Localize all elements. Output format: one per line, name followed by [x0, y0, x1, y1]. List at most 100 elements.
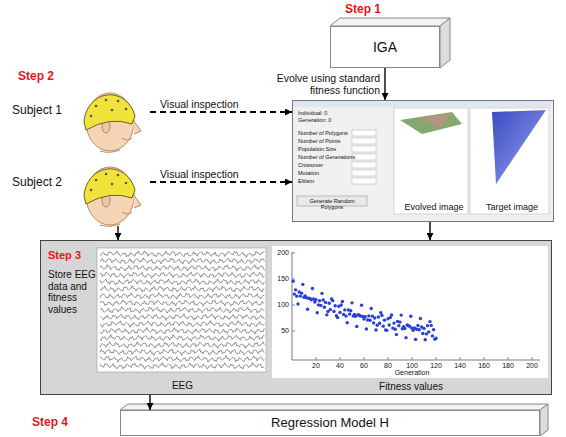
axis-tick: 200 — [522, 362, 542, 370]
eeg-trace — [100, 286, 264, 293]
box-fill — [292, 100, 554, 222]
field-label: Number of Polygons — [298, 130, 348, 136]
axis-tick: 180 — [498, 362, 518, 370]
step-label: Step 2 — [18, 70, 54, 84]
fitness-point — [334, 304, 337, 307]
fitness-point — [329, 308, 332, 311]
axis-tick-mark — [460, 357, 461, 360]
fitness-point — [296, 302, 299, 305]
button-label: Generate Random Polygons — [298, 198, 366, 211]
arrow — [149, 395, 150, 410]
fitness-point — [388, 323, 391, 326]
axis-tick: 160 — [474, 362, 494, 370]
field-label: Number of Generations — [298, 154, 355, 160]
process-box: Regression Model H — [120, 410, 540, 436]
fitness-point — [392, 321, 395, 324]
arrow — [117, 226, 118, 240]
eeg-trace — [100, 272, 264, 278]
fitness-point — [431, 334, 434, 337]
dashed-arrow — [150, 181, 292, 183]
field-label: Population Size — [298, 146, 336, 152]
axis-tick: 140 — [450, 362, 470, 370]
fitness-point — [292, 279, 295, 282]
axis-tick: 120 — [426, 362, 446, 370]
box-fill — [330, 26, 440, 68]
fitness-point — [426, 324, 429, 327]
fitness-point — [341, 300, 344, 303]
process-box-text: Regression Model H — [271, 416, 389, 431]
fitness-point — [367, 314, 370, 317]
axis-tick: 150 — [272, 275, 289, 283]
box-side-face — [440, 18, 450, 68]
axis-tick-mark — [292, 331, 295, 332]
eeg-trace — [100, 349, 264, 356]
fitness-point — [344, 314, 347, 317]
fitness-point — [320, 292, 323, 295]
status-text: Generation: 0 — [298, 117, 331, 123]
fitness-point — [414, 338, 417, 341]
input-field — [352, 138, 376, 144]
subject-text: Subject 1 — [12, 104, 62, 118]
axis-title: Generation — [382, 369, 442, 377]
fitness-point — [374, 328, 377, 331]
fitness-point — [355, 325, 358, 328]
fitness-point — [370, 307, 373, 310]
axis-tick: 100 — [402, 362, 422, 370]
input-field — [352, 130, 376, 136]
eeg-plot — [97, 248, 266, 372]
fitness-point — [324, 301, 327, 304]
axis-tick: 50 — [272, 327, 289, 335]
axis-tick: 60 — [354, 362, 374, 370]
fitness-point — [403, 327, 406, 330]
fitness-point — [325, 313, 328, 316]
fitness-point — [395, 333, 398, 336]
fitness-point — [432, 328, 435, 331]
axis-tick-mark — [364, 357, 365, 360]
input-field — [352, 170, 376, 176]
eeg-trace — [100, 356, 264, 363]
field-label: Number of Points — [298, 138, 341, 144]
step-panel: Step 3Store EEG data and fitness valuesE… — [40, 240, 552, 395]
eeg-trace — [100, 258, 264, 264]
fitness-point — [404, 336, 407, 339]
step-label: Step 1 — [345, 3, 381, 17]
fitness-point — [409, 315, 412, 318]
fitness-point — [331, 299, 334, 302]
fitness-point — [311, 287, 314, 290]
input-field — [352, 162, 376, 168]
target-triangle — [492, 110, 546, 184]
subject-text: Subject 2 — [12, 176, 62, 190]
fitness-point — [368, 319, 371, 322]
axis-tick-mark — [292, 305, 295, 306]
fitness-point — [427, 330, 430, 333]
input-field — [352, 154, 376, 160]
axis-tick-mark — [436, 357, 437, 360]
fitness-figure-text: Fitness values — [273, 381, 549, 393]
fitness-point — [314, 298, 317, 301]
fitness-point — [295, 294, 298, 297]
fitness-point — [332, 310, 335, 313]
fitness-point — [360, 304, 363, 307]
eeg-trace — [100, 251, 264, 258]
subject: Subject 1 — [8, 88, 150, 150]
fitness-point — [430, 324, 433, 327]
fitness-point — [394, 328, 397, 331]
fitness-point — [348, 312, 351, 315]
fitness-point — [323, 306, 326, 309]
fitness-point — [349, 309, 352, 312]
fitness-point — [378, 322, 381, 325]
fitness-chart — [272, 246, 548, 378]
fitness-point — [398, 320, 401, 323]
eeg-trace — [100, 314, 264, 321]
fitness-point — [301, 283, 304, 286]
axis-tick-mark — [484, 357, 485, 360]
eeg-trace — [100, 265, 264, 271]
subject: Subject 2 — [8, 160, 150, 226]
eeg-trace — [100, 328, 264, 335]
target-image-area — [470, 108, 549, 214]
field-label: Crossover — [298, 162, 323, 168]
axis-tick-mark — [532, 357, 533, 360]
fitness-point — [294, 288, 297, 291]
input-field — [352, 178, 376, 184]
